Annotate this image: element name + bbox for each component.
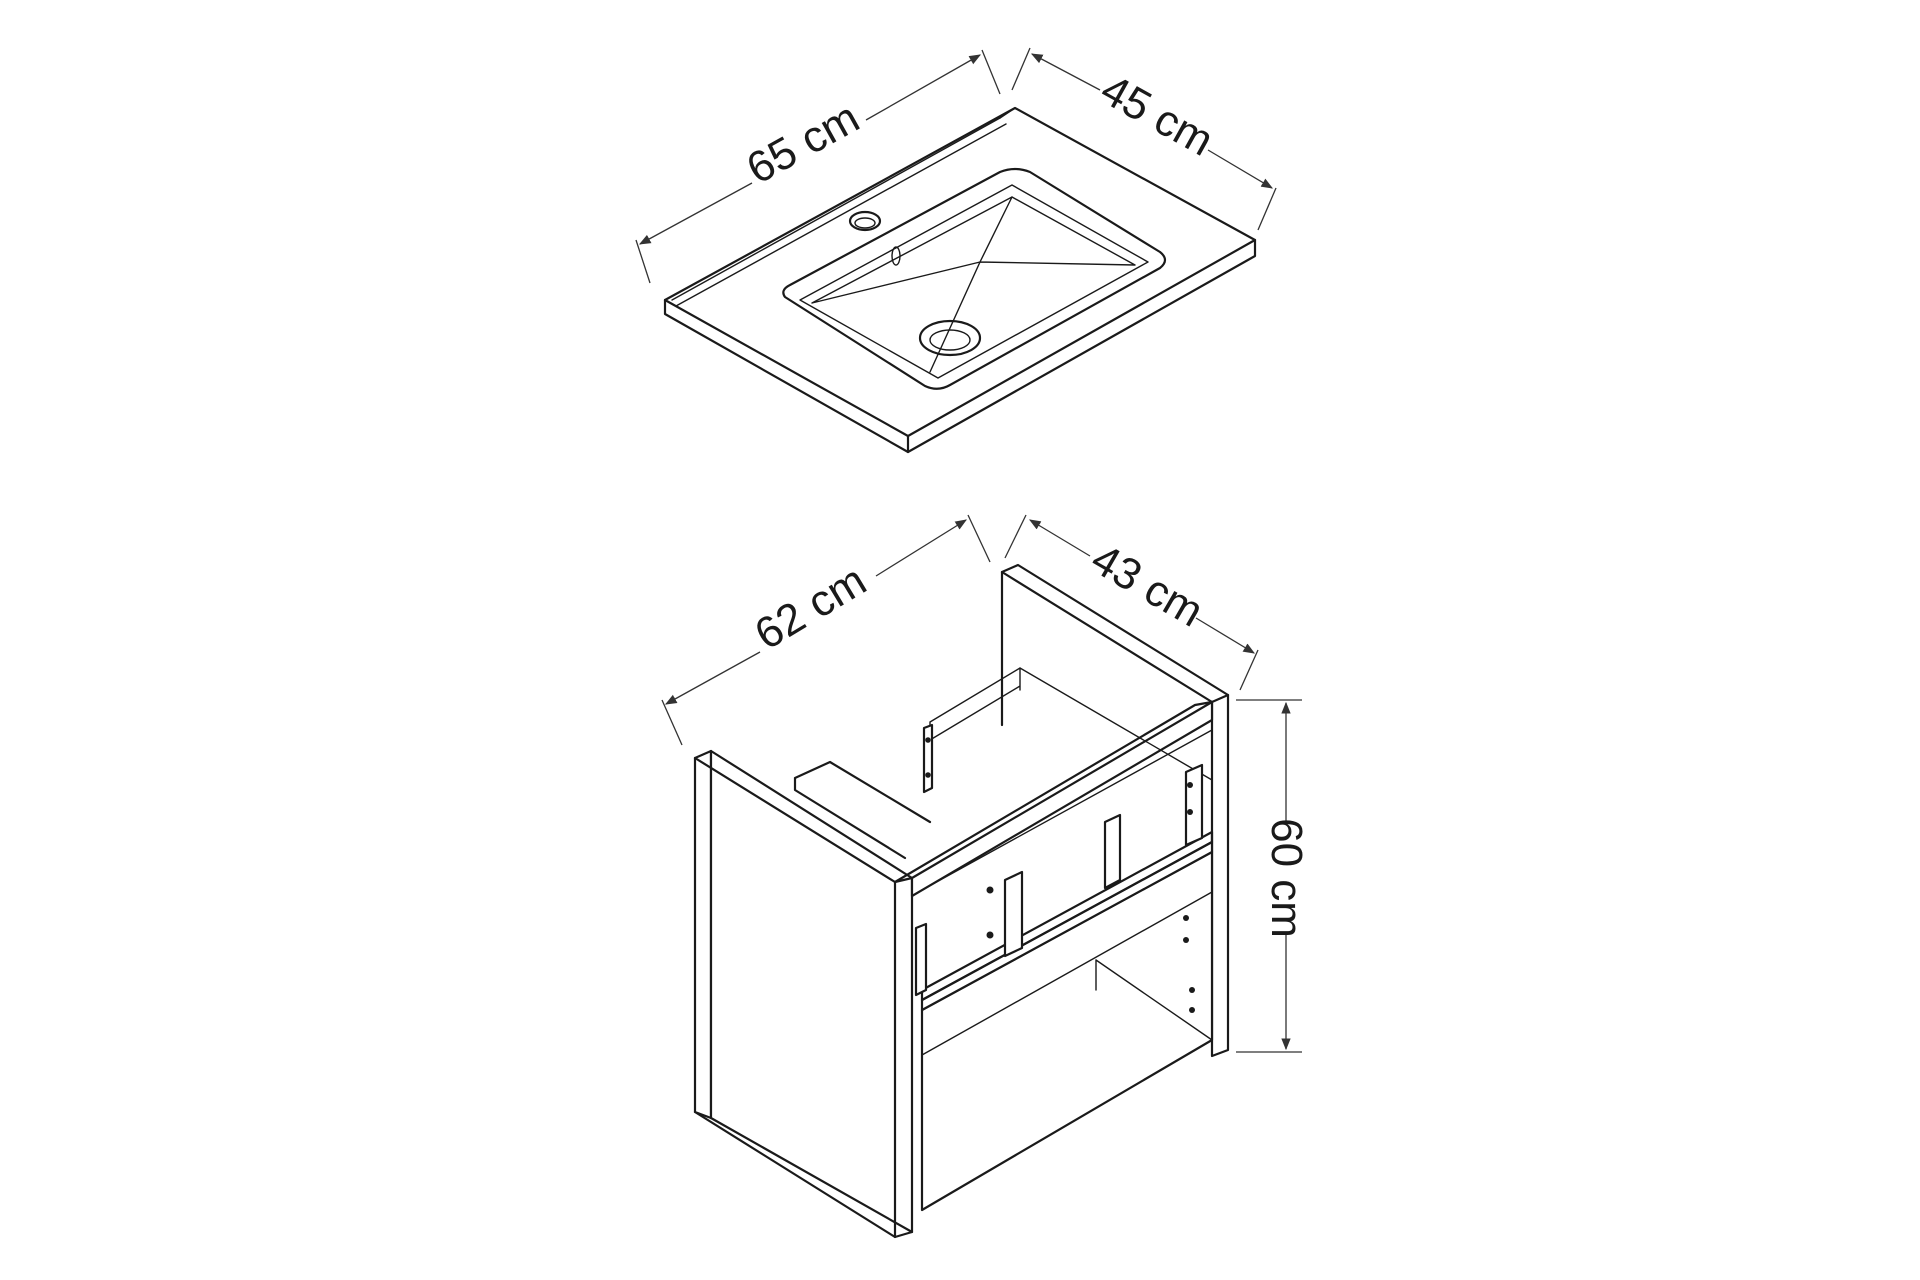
cabinet-height-label: 60 cm (1262, 818, 1311, 938)
basin-back-lip (671, 117, 1007, 307)
basin-bowl-rim (782, 167, 1167, 390)
tap-hole-icon (848, 210, 882, 232)
basin-drawing (663, 106, 1257, 454)
cabinet-left-side-panel (693, 749, 713, 1120)
drawer-runner (920, 830, 1214, 1002)
cabinet-rear-stretcher (929, 667, 1213, 781)
cabinet-top-rail (910, 700, 1214, 898)
cabinet-width-label: 62 cm (747, 556, 875, 660)
hinge-bracket-icon (922, 723, 1204, 958)
basin-width-label: 65 cm (739, 93, 868, 194)
cabinet-height-dimension: 60 cm (1236, 699, 1311, 1053)
cabinet-depth-dimension: 43 cm (1004, 514, 1259, 691)
basin-depth-label: 45 cm (1093, 65, 1222, 166)
cabinet-drawing (693, 563, 1230, 1239)
cabinet-width-dimension: 62 cm (661, 514, 991, 746)
drain-icon (918, 319, 982, 357)
shelf-pin-holes (1183, 915, 1195, 1013)
basin-bowl-inner (799, 184, 1149, 379)
